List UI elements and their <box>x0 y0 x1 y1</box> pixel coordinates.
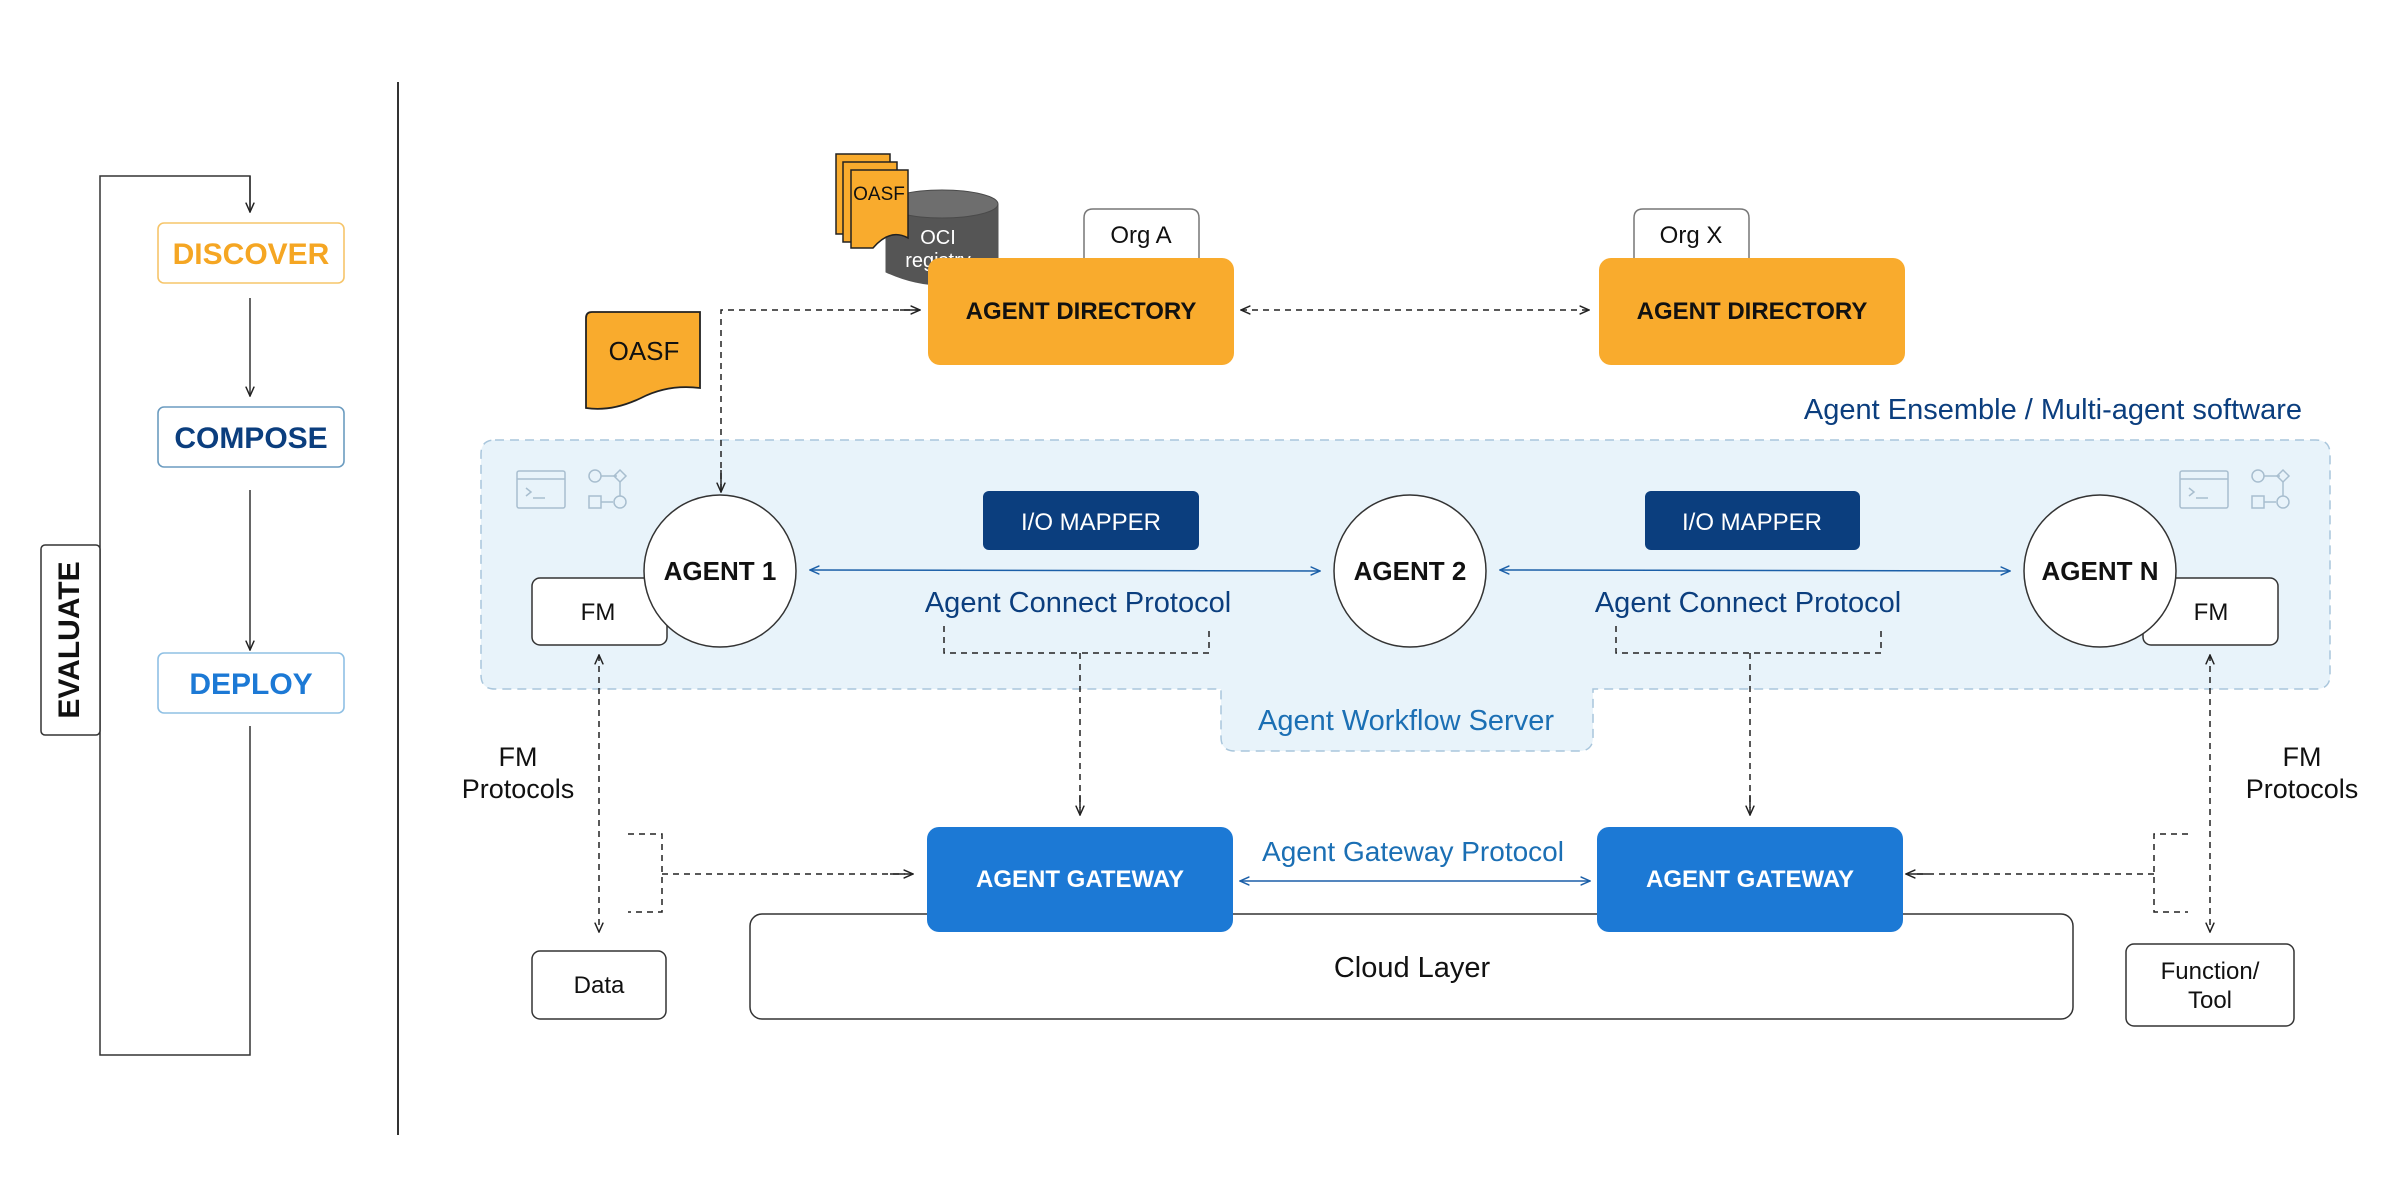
fm-protocols-label-left-line2: Protocols <box>462 774 575 804</box>
data-to-gateway-link <box>628 833 905 913</box>
data-box[interactable]: Data <box>531 950 667 1020</box>
agent-n[interactable]: AGENT N <box>2023 494 2177 648</box>
terminal-icon <box>2179 470 2229 509</box>
fm-label: FM <box>581 599 616 626</box>
function-tool-box[interactable]: Function/ Tool <box>2125 943 2295 1027</box>
oasf-document[interactable]: OASF <box>585 311 701 410</box>
oasf-stack-label: OASF <box>853 184 905 205</box>
agent-connect-protocol-label: Agent Connect Protocol <box>925 587 1231 619</box>
function-tool-label-line2: Tool <box>2188 987 2232 1014</box>
io-mapper-1[interactable]: I/O MAPPER <box>983 491 1199 550</box>
fm-protocols-label-right-line1: FM <box>2283 742 2322 772</box>
fm-protocols-label-left-line1: FM <box>499 742 538 772</box>
workflow-icon <box>2251 468 2291 509</box>
agent-directory-label: AGENT DIRECTORY <box>1637 298 1868 325</box>
deploy-label: DEPLOY <box>189 668 312 701</box>
io-mapper-label: I/O MAPPER <box>1682 509 1822 536</box>
org-x-tab: Org X <box>1633 208 1750 260</box>
oasf-stack-front: OASF <box>850 169 909 249</box>
agent-2[interactable]: AGENT 2 <box>1333 494 1487 648</box>
workflow-icon <box>588 468 628 509</box>
fm-box-left[interactable]: FM <box>531 577 668 646</box>
evaluate-label: EVALUATE <box>53 561 86 718</box>
agent-gateway-label: AGENT GATEWAY <box>976 866 1184 893</box>
compose-box[interactable]: COMPOSE <box>157 406 345 468</box>
agent-1[interactable]: AGENT 1 <box>643 494 797 648</box>
ensemble-title: Agent Ensemble / Multi-agent software <box>1804 394 2302 426</box>
workflow-server-label: Agent Workflow Server <box>1258 705 1554 737</box>
agent-directory-label: AGENT DIRECTORY <box>966 298 1197 325</box>
deploy-box[interactable]: DEPLOY <box>157 652 345 714</box>
agent-gateway-right[interactable]: AGENT GATEWAY <box>1597 827 1903 932</box>
cloud-layer[interactable]: Cloud Layer <box>749 913 2074 1020</box>
agent-label: AGENT 2 <box>1354 556 1467 586</box>
agent-gateway-protocol-label: Agent Gateway Protocol <box>1262 836 1564 867</box>
terminal-icon <box>516 470 566 509</box>
data-label: Data <box>574 972 625 999</box>
agent-directory-org-a[interactable]: AGENT DIRECTORY <box>928 258 1234 365</box>
org-a-tab: Org A <box>1083 208 1200 260</box>
oasf-publish-link <box>720 309 918 490</box>
compose-label: COMPOSE <box>174 422 327 455</box>
agent-connect-protocol-label: Agent Connect Protocol <box>1595 587 1901 619</box>
protocol-to-gateway-link-1 <box>943 626 1210 808</box>
org-x-label: Org X <box>1660 222 1723 249</box>
cloud-layer-label: Cloud Layer <box>1334 952 1491 984</box>
agent-gateway-label: AGENT GATEWAY <box>1646 866 1854 893</box>
io-mapper-label: I/O MAPPER <box>1021 509 1161 536</box>
oasf-document-label: OASF <box>609 336 680 366</box>
oci-line1: OCI <box>920 227 956 249</box>
agent-label: AGENT N <box>2042 556 2159 586</box>
fm-protocols-label-right-line2: Protocols <box>2246 774 2359 804</box>
function-tool-label-line1: Function/ <box>2161 958 2260 985</box>
agent-label: AGENT 1 <box>664 556 777 586</box>
org-a-label: Org A <box>1110 222 1171 249</box>
discover-label: DISCOVER <box>173 238 330 271</box>
lifecycle-loop <box>99 175 250 1056</box>
discover-box[interactable]: DISCOVER <box>157 222 345 284</box>
agent-connect-link-2 <box>1500 570 2010 571</box>
agent-gateway-left[interactable]: AGENT GATEWAY <box>927 827 1233 932</box>
agent-directory-org-x[interactable]: AGENT DIRECTORY <box>1599 258 1905 365</box>
protocol-to-gateway-link-2 <box>1615 626 1882 808</box>
io-mapper-2[interactable]: I/O MAPPER <box>1645 491 1860 550</box>
fm-label: FM <box>2194 599 2229 626</box>
fm-box-right[interactable]: FM <box>2142 577 2279 646</box>
evaluate-tab[interactable]: EVALUATE <box>40 544 101 736</box>
agent-connect-link-1 <box>810 570 1320 571</box>
tool-to-gateway-link <box>1914 833 2188 913</box>
